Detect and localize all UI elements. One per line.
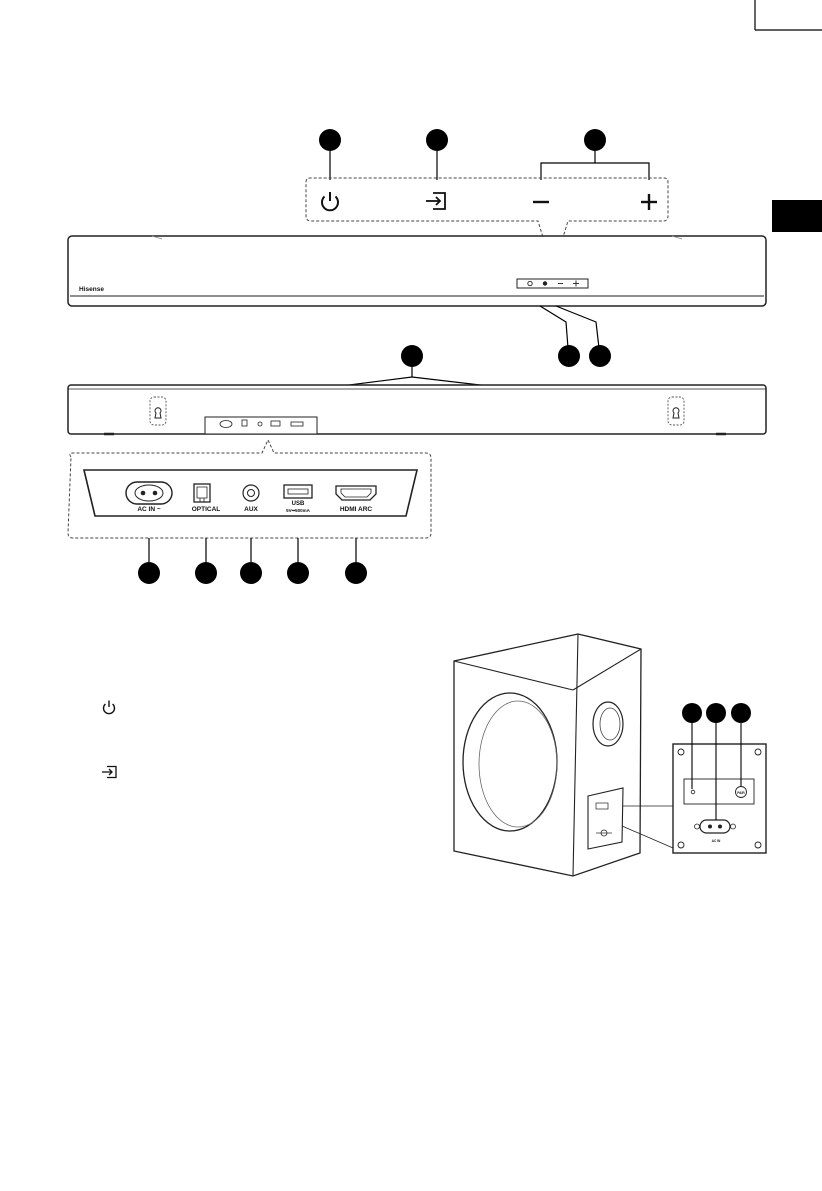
callout-marker [584,129,606,151]
callout-marker [401,345,423,367]
input-source-icon [426,193,445,209]
port-label: USB [292,501,305,507]
power-icon [322,192,338,210]
callout-marker [426,129,448,151]
soundbar-rear [68,345,766,434]
port-label: AUX [244,506,258,513]
plus-icon [641,194,657,210]
woofer-cone [463,693,557,831]
pair-button-label: PAIR [737,791,745,795]
sub-panel-zoom [673,744,766,853]
sub-rear-plate [588,788,623,849]
port-label: OPTICAL [192,506,221,513]
power-icon [104,701,115,714]
port-label: HDMI ARC [340,506,373,513]
port-sublabel: 5V⎓500mA [286,508,311,513]
subwoofer: PAIR AC IN [454,634,766,876]
callout-marker [319,129,341,151]
port-label: AC IN ~ [137,506,161,513]
callout-markers-top [319,129,649,180]
input-source-icon [102,767,116,778]
callout-markers-rear [138,538,367,584]
rear-port-panel: AC IN ~ OPTICAL AUX USB 5V⎓500mA HDMI AR… [84,470,417,516]
brand-logo: Hisense [79,286,104,293]
callout-markers-front [540,306,611,367]
soundbar-front: Hisense [68,236,766,306]
sub-ac-label: AC IN [712,839,721,843]
